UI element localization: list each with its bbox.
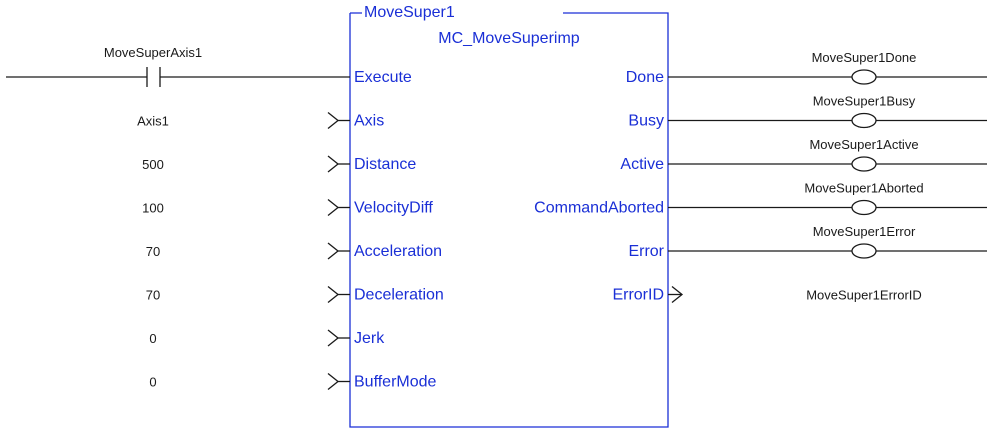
coil-symbol — [851, 69, 877, 85]
pin-label-command-aborted: CommandAborted — [534, 200, 664, 217]
input-arrow — [327, 111, 340, 130]
coil-variable-label[interactable]: MoveSuper1Active — [809, 137, 918, 152]
coil-symbol — [851, 243, 877, 259]
pin-label-busy: Busy — [628, 113, 664, 130]
input-arrow — [327, 329, 340, 347]
pin-label-error-id: ErrorID — [612, 287, 664, 304]
input-variable-label[interactable]: 0 — [149, 375, 156, 390]
input-arrow — [327, 242, 340, 260]
coil-symbol — [851, 156, 877, 172]
contact-variable-label[interactable]: MoveSuperAxis1 — [104, 45, 202, 60]
input-variable-label[interactable]: 500 — [142, 157, 164, 172]
input-arrow — [327, 155, 340, 173]
coil-variable-label[interactable]: MoveSuper1Done — [812, 50, 917, 65]
pin-label-deceleration: Deceleration — [354, 287, 444, 304]
pin-label-jerk: Jerk — [354, 330, 385, 347]
input-arrow — [327, 198, 340, 217]
input-variable-label[interactable]: 70 — [146, 288, 160, 303]
function-block[interactable]: MoveSuper1 MC_MoveSuperimp — [349, 4, 669, 428]
coil-variable-label[interactable]: MoveSuper1Error — [813, 224, 916, 239]
coil-symbol — [851, 112, 877, 129]
input-distance[interactable]: 500 Distance — [142, 155, 416, 173]
input-velocity-diff[interactable]: 100 VelocityDiff — [142, 198, 433, 217]
pin-label-axis: Axis — [354, 113, 384, 130]
output-command-aborted[interactable]: CommandAborted MoveSuper1Aborted — [534, 181, 987, 217]
input-variable-label[interactable]: 70 — [146, 244, 160, 259]
input-acceleration[interactable]: 70 Acceleration — [146, 242, 442, 260]
output-busy[interactable]: Busy MoveSuper1Busy — [628, 94, 987, 130]
input-buffer-mode[interactable]: 0 BufferMode — [149, 372, 437, 391]
input-variable-label[interactable]: 0 — [149, 331, 156, 346]
output-error[interactable]: Error MoveSuper1Error — [628, 224, 987, 260]
output-arrow — [671, 285, 684, 304]
input-arrow — [327, 285, 340, 304]
input-variable-label[interactable]: 100 — [142, 201, 164, 216]
block-instance-name[interactable]: MoveSuper1 — [364, 4, 455, 21]
pin-label-execute: Execute — [354, 69, 412, 86]
pin-label-distance: Distance — [354, 156, 416, 173]
output-error-id[interactable]: ErrorID MoveSuper1ErrorID — [612, 285, 922, 304]
pin-label-acceleration: Acceleration — [354, 243, 442, 260]
function-block-frame — [349, 12, 669, 428]
pin-label-error: Error — [628, 243, 664, 260]
input-axis[interactable]: Axis1 Axis — [137, 111, 384, 130]
input-jerk[interactable]: 0 Jerk — [149, 329, 385, 347]
output-done[interactable]: Done MoveSuper1Done — [626, 50, 987, 86]
coil-symbol — [851, 199, 877, 216]
input-deceleration[interactable]: 70 Deceleration — [146, 285, 444, 304]
pin-label-velocity-diff: VelocityDiff — [354, 200, 433, 217]
pin-label-done: Done — [626, 69, 664, 86]
output-variable-label[interactable]: MoveSuper1ErrorID — [806, 288, 922, 303]
input-arrow — [327, 372, 340, 391]
pin-label-active: Active — [620, 156, 664, 173]
output-active[interactable]: Active MoveSuper1Active — [620, 137, 987, 173]
coil-variable-label[interactable]: MoveSuper1Busy — [813, 94, 916, 109]
input-variable-label[interactable]: Axis1 — [137, 114, 169, 129]
pin-label-buffer-mode: BufferMode — [354, 374, 437, 391]
block-type-name: MC_MoveSuperimp — [438, 30, 579, 47]
coil-variable-label[interactable]: MoveSuper1Aborted — [804, 181, 923, 196]
